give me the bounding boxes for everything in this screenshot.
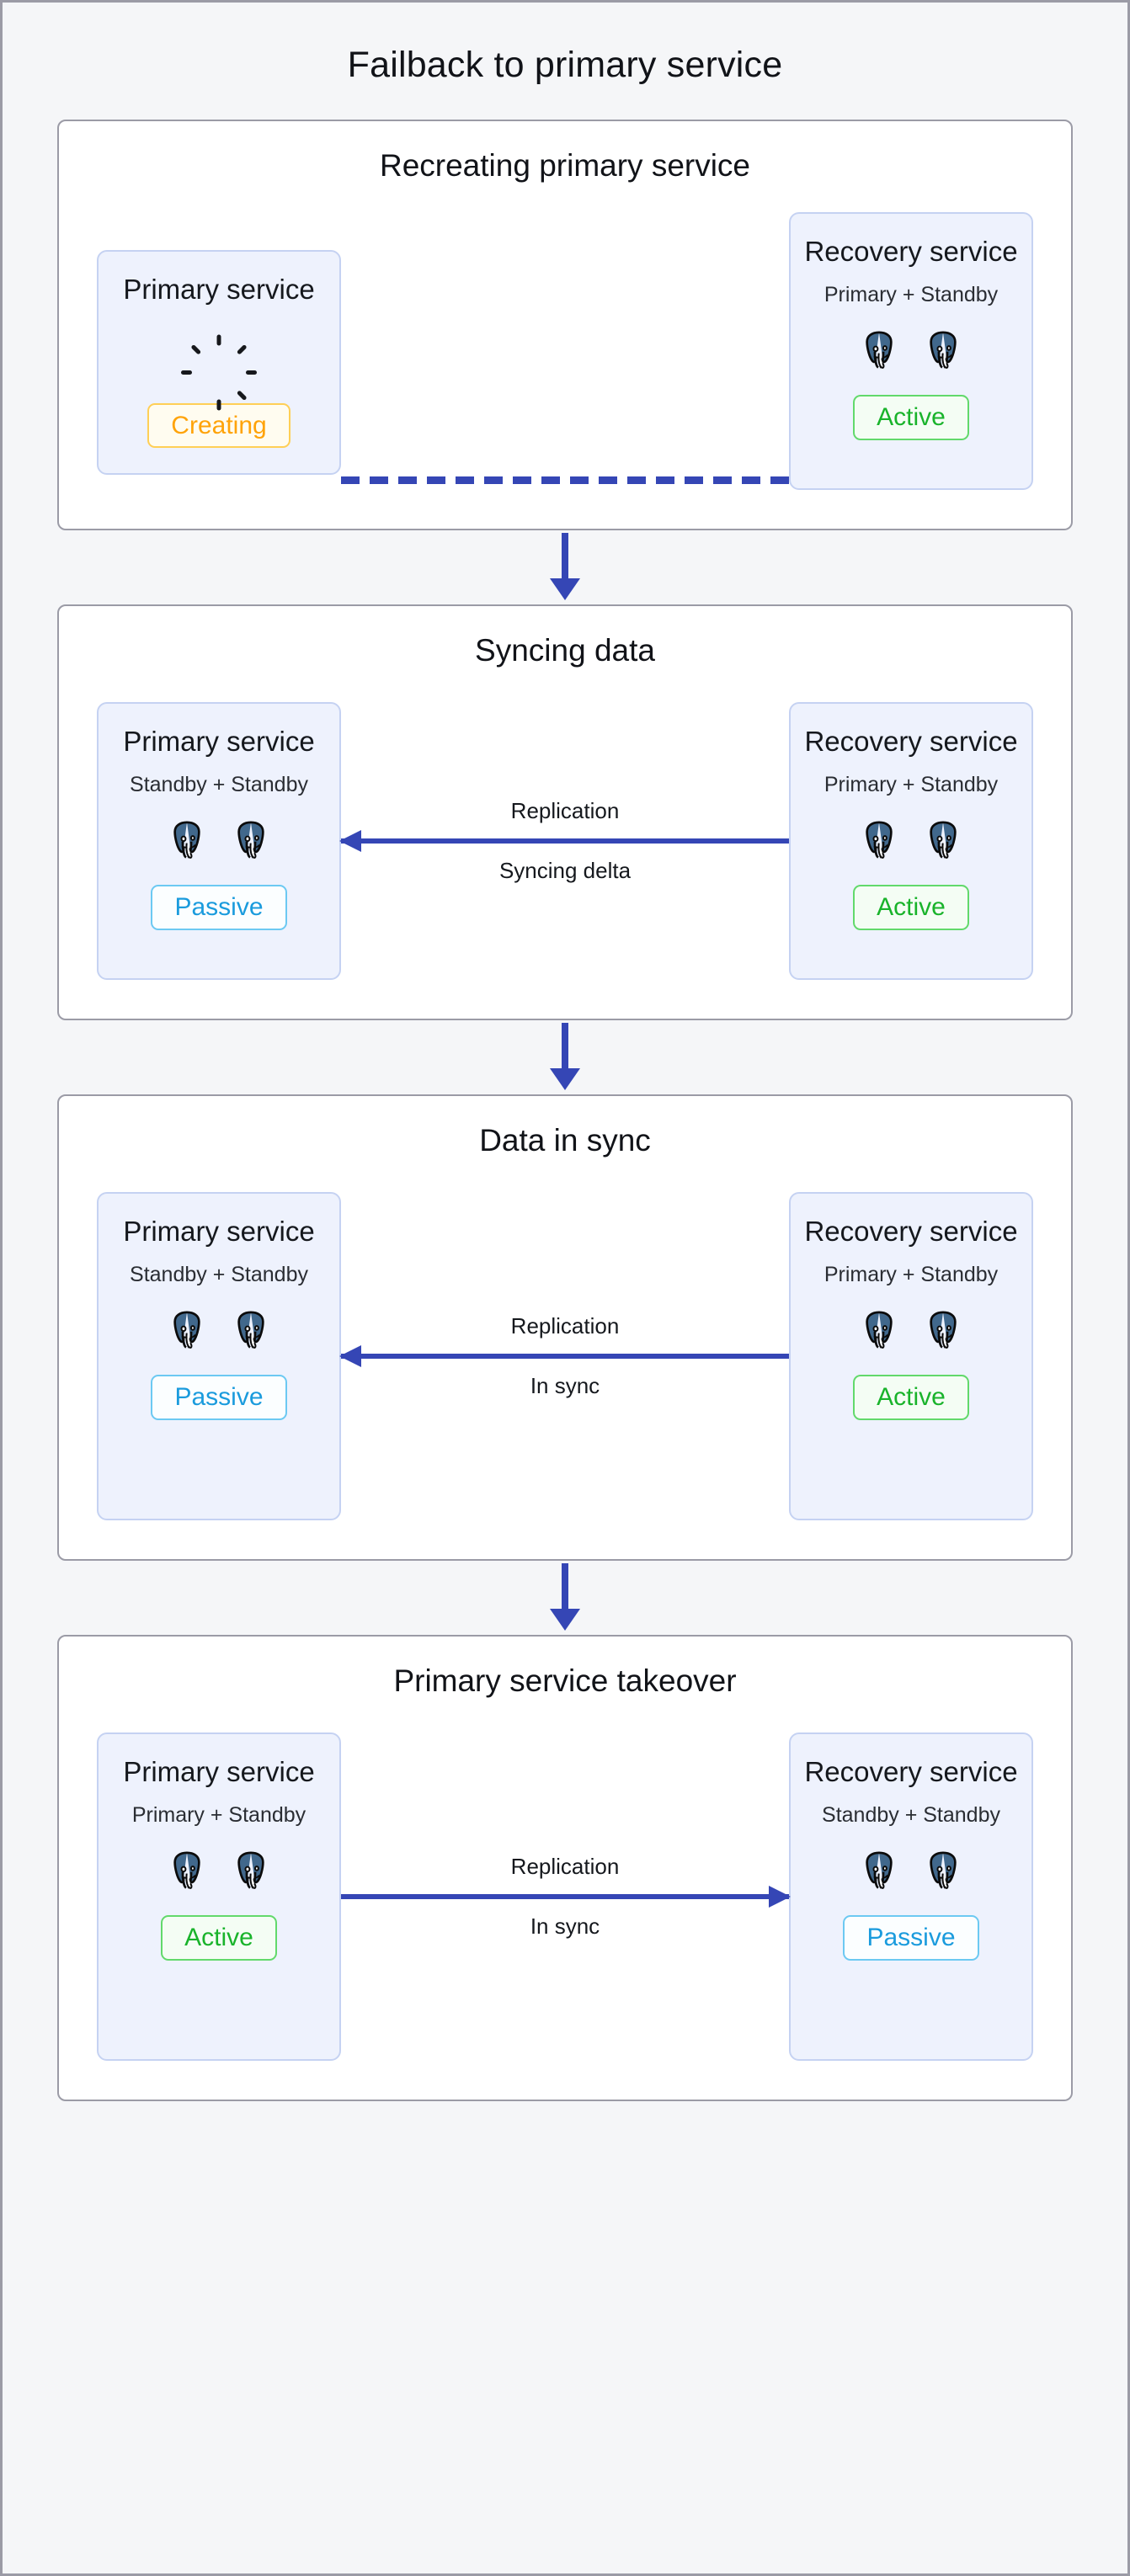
- connector-line: [341, 476, 789, 484]
- connector-arrow-left: [339, 1345, 789, 1367]
- stage-title: Data in sync: [479, 1123, 651, 1158]
- connector-arrow-left: [339, 830, 789, 852]
- postgresql-elephant-icon: [237, 821, 264, 859]
- service-name: Recovery service: [804, 1756, 1018, 1787]
- status-badge: Passive: [151, 885, 287, 930]
- status-badge: Passive: [843, 1915, 979, 1961]
- postgresql-elephant-icon: [866, 821, 893, 859]
- postgresql-elephant-icon: [866, 331, 893, 369]
- arrow-head: [339, 830, 361, 852]
- connector-arrow-right: [341, 1886, 791, 1908]
- database-node-row: [856, 1307, 966, 1353]
- service-topology: Primary + Standby: [824, 1263, 999, 1286]
- postgresql-elephant-icon: [237, 1851, 264, 1889]
- postgresql-elephant-icon: [173, 1851, 200, 1889]
- postgresql-elephant-icon: [930, 1851, 957, 1889]
- service-topology: Standby + Standby: [130, 1263, 308, 1286]
- stage-title: Syncing data: [475, 633, 655, 668]
- status-badge: Active: [853, 395, 969, 440]
- loading-spinner-icon: [181, 334, 257, 410]
- replication-connector: [341, 470, 789, 490]
- service-name: Primary service: [123, 726, 315, 757]
- connector-line: [341, 838, 789, 844]
- database-node-row: [856, 817, 966, 863]
- status-badge: Passive: [151, 1375, 287, 1420]
- service-name: Recovery service: [804, 1216, 1018, 1247]
- arrow-down-icon: [57, 1561, 1073, 1635]
- status-badge: Active: [853, 1375, 969, 1420]
- replication-connector: Replication In sync: [339, 1313, 789, 1399]
- status-badge: Active: [853, 885, 969, 930]
- postgresql-elephant-icon: [173, 821, 200, 859]
- connector-top-label: Replication: [510, 1313, 620, 1339]
- arrow-head: [769, 1886, 791, 1908]
- postgresql-elephant-icon: [930, 821, 957, 859]
- database-node-row: [164, 1307, 274, 1353]
- connector-arrow-none: [341, 470, 789, 490]
- service-topology: Primary + Standby: [824, 773, 999, 796]
- connector-top-label: Replication: [510, 798, 620, 823]
- postgresql-elephant-icon: [930, 1311, 957, 1349]
- service-name: Primary service: [123, 1756, 315, 1787]
- replication-connector: Replication In sync: [341, 1854, 791, 1940]
- postgresql-elephant-icon: [866, 1851, 893, 1889]
- postgresql-elephant-icon: [173, 1311, 200, 1349]
- arrow-down-icon: [57, 1020, 1073, 1094]
- database-node-row: [164, 1848, 274, 1893]
- database-node-row: [164, 817, 274, 863]
- postgresql-elephant-icon: [930, 331, 957, 369]
- service-name: Recovery service: [804, 236, 1018, 267]
- postgresql-elephant-icon: [866, 1311, 893, 1349]
- connector-line: [341, 1354, 789, 1359]
- connector-line: [341, 1894, 789, 1899]
- arrow-down-icon: [57, 530, 1073, 604]
- connector-bottom-label: In sync: [530, 1913, 600, 1939]
- postgresql-elephant-icon: [237, 1311, 264, 1349]
- database-node-row: [856, 1848, 966, 1893]
- stage-title: Primary service takeover: [393, 1663, 737, 1698]
- connector-bottom-label: Syncing delta: [498, 858, 632, 883]
- arrow-head: [339, 1345, 361, 1367]
- database-node-row: [856, 327, 966, 373]
- service-topology: Standby + Standby: [130, 773, 308, 796]
- diagram-root: Failback to primary service Recreating p…: [3, 3, 1127, 2573]
- connector-top-label: Replication: [510, 1854, 620, 1879]
- stage-title: Recreating primary service: [379, 148, 751, 183]
- service-name: Recovery service: [804, 726, 1018, 757]
- status-badge: Active: [161, 1915, 277, 1961]
- connector-bottom-label: In sync: [530, 1373, 600, 1398]
- service-topology: Standby + Standby: [822, 1803, 1000, 1827]
- service-topology: Primary + Standby: [131, 1803, 306, 1827]
- status-badge: Creating: [147, 402, 290, 448]
- service-name: Primary service: [123, 1216, 315, 1247]
- service-topology: Primary + Standby: [824, 283, 999, 306]
- page-title: Failback to primary service: [347, 45, 783, 85]
- service-name: Primary service: [123, 273, 315, 305]
